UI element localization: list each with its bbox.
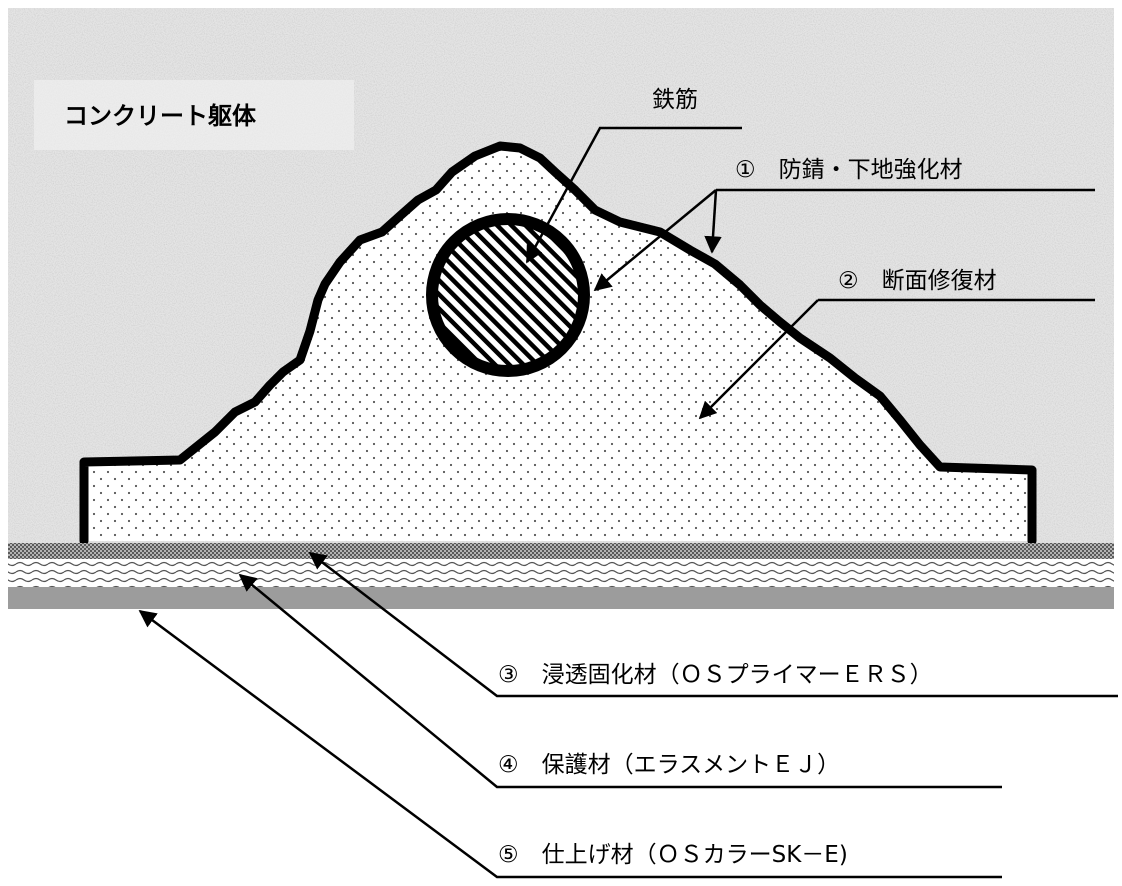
layer4-leader <box>238 573 1002 789</box>
layer1-leader-a <box>593 189 717 292</box>
layer1-leader-b <box>704 189 722 254</box>
rebar <box>426 213 590 377</box>
layer4-band <box>8 559 1114 587</box>
rebar-label: 鉄筋 <box>652 87 698 113</box>
layer2-label: ② 断面修復材 <box>838 268 997 294</box>
layer2-leader <box>698 299 819 420</box>
concrete-label: コンクリート躯体 <box>64 102 257 130</box>
layer3-leader <box>308 551 1118 698</box>
layer3-band <box>8 543 1114 559</box>
layer4-label: ④ 保護材（エラスメントＥＪ） <box>498 752 840 778</box>
layer3-label: ③ 浸透固化材（ＯＳプライマーＥＲＳ） <box>498 662 933 688</box>
concrete-label-box <box>34 80 354 150</box>
layer5-band <box>8 587 1114 609</box>
anticorrosion-outline <box>79 141 1037 546</box>
layer5-leader <box>138 609 1002 879</box>
rebar-leader <box>525 126 742 264</box>
layer1-label: ① 防錆・下地強化材 <box>735 157 963 183</box>
layer5-label: ⑤ 仕上げ材（ＯＳカラーSK－E) <box>498 842 848 868</box>
